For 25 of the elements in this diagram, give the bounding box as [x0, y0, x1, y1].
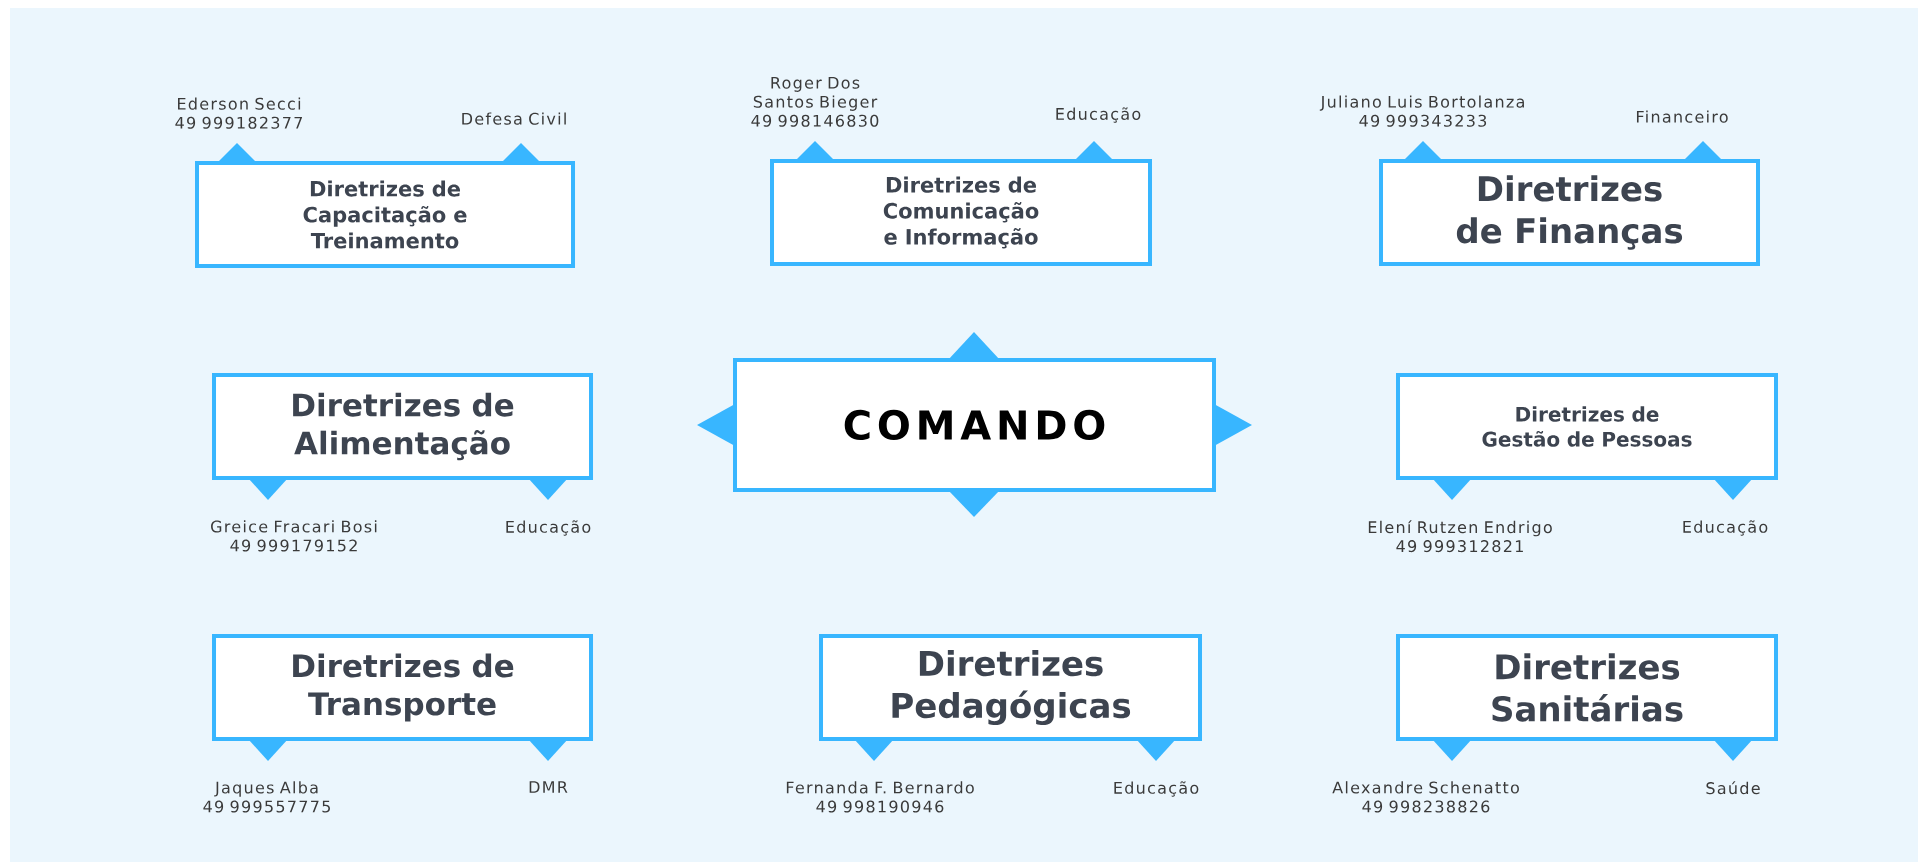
department-label: Educação [1683, 520, 1768, 536]
contact-info: Juliano Luis Bortolanza 49 999343233 [1319, 95, 1524, 127]
contact-info: Fernanda F. Bernardo 49 998190946 [786, 781, 974, 813]
topic-box: Diretrizes de Gestão de Pessoas [1396, 373, 1778, 480]
topic-box: Diretrizes de Capacitação e Treinamento [195, 161, 575, 268]
command-box: COMANDO [733, 358, 1216, 492]
department-label: Educação [1056, 107, 1141, 123]
department-label: DMR [529, 781, 568, 793]
contact-info: Greice Fracari Bosi 49 999179152 [211, 520, 377, 552]
contact-info: Alexandre Schenatto 49 998238826 [1332, 781, 1519, 813]
topic-box: Diretrizes Pedagógicas [819, 634, 1202, 741]
department-label: Educação [1114, 781, 1199, 797]
topic-box: Diretrizes de Comunicação e Informação [770, 159, 1152, 266]
department-label: Educação [506, 520, 591, 536]
contact-info: Jaques Alba 49 999557775 [203, 781, 330, 813]
contact-info: Elení Rutzen Endrigo 49 999312821 [1368, 520, 1552, 553]
contact-info: Roger Dos Santos Bieger 49 998146830 [751, 76, 879, 127]
department-label: Defesa Civil [462, 112, 566, 125]
topic-box: Diretrizes de Transporte [212, 634, 593, 741]
contact-info: Ederson Secci 49 999182377 [175, 97, 302, 129]
department-label: Saúde [1706, 781, 1760, 795]
topic-box: Diretrizes de Alimentação [212, 373, 593, 480]
department-label: Financeiro [1637, 110, 1728, 123]
topic-box: Diretrizes de Finanças [1379, 159, 1760, 266]
topic-box: Diretrizes Sanitárias [1396, 634, 1778, 741]
